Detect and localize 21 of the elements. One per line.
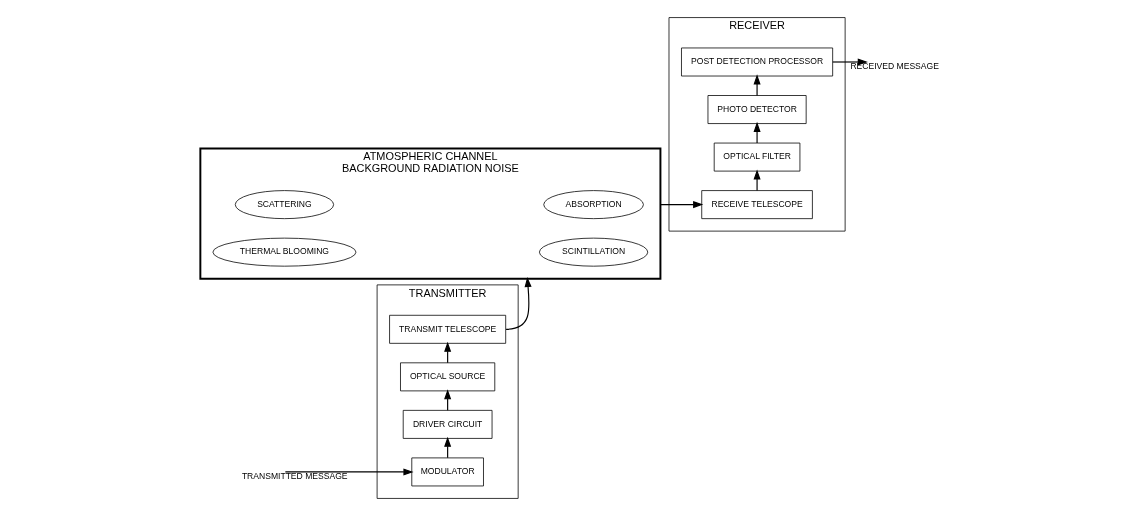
node-box: OPTICAL FILTER <box>713 142 801 172</box>
node-box: TRANSMIT TELESCOPE <box>389 314 507 344</box>
node-ellipse: ABSORPTION <box>543 190 644 220</box>
edge-label: TRANSMITTED MESSAGE <box>241 470 348 481</box>
arrow <box>659 201 704 209</box>
arrow <box>832 58 868 66</box>
arrow <box>753 169 761 192</box>
node-box: RECEIVE TELESCOPE <box>701 190 813 220</box>
arrow <box>505 276 532 330</box>
node-box: OPTICAL SOURCE <box>400 362 496 392</box>
arrow <box>753 74 761 96</box>
node-box: PHOTO DETECTOR <box>707 95 807 124</box>
node-ellipse: SCATTERING <box>234 190 334 220</box>
node-box: POST DETECTION PROCESSOR <box>681 47 834 77</box>
arrow <box>753 121 761 144</box>
node-box: MODULATOR <box>411 457 484 487</box>
arrow <box>284 468 414 476</box>
node-ellipse: SCINTILLATION <box>539 237 649 267</box>
edge-label: RECEIVED MESSAGE <box>850 60 939 71</box>
node-box: DRIVER CIRCUIT <box>402 409 493 439</box>
node-ellipse: THERMAL BLOOMING <box>212 237 357 267</box>
